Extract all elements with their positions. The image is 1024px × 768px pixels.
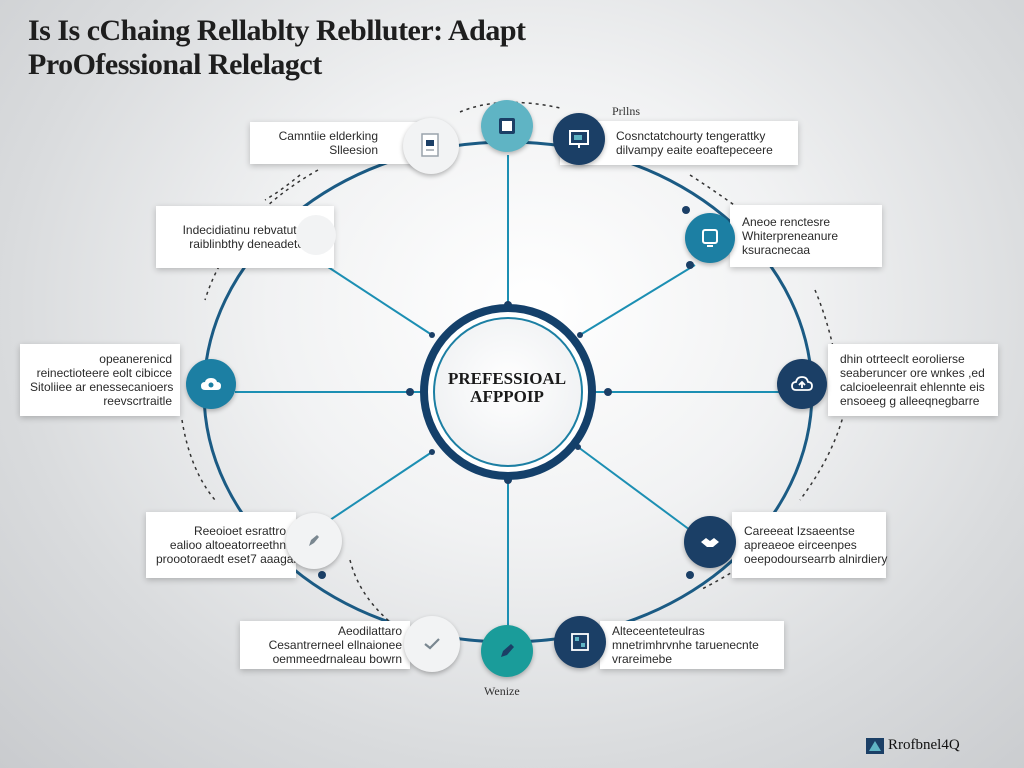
- card-text: Slleesion: [329, 143, 378, 157]
- top-tag: Prllns: [612, 104, 641, 118]
- presentation-icon: [569, 130, 589, 148]
- title-line-1: Is Is cChaing Rellablty Reblluter: Adapt: [28, 14, 526, 47]
- card-left: opeanerenicd reinectioteere eolt cibicce…: [20, 344, 180, 416]
- card-text: Cesantrerneel ellnaionee: [268, 638, 402, 652]
- blank-node: [296, 215, 336, 255]
- cloud-icon: [201, 378, 221, 390]
- monitor-icon: [702, 229, 718, 247]
- handshake-icon: [701, 538, 719, 547]
- dashed-arc-right: [799, 289, 843, 501]
- spokes: [235, 155, 780, 628]
- brand: Rrofbnel4Q: [866, 737, 960, 754]
- center-label: PREFESSIOAL AFPPOIP: [432, 370, 582, 406]
- brand-name: Rrofbnel4Q: [888, 737, 960, 753]
- dashed-arc-left: [181, 419, 216, 501]
- card-text: raiblinbthy deneadetes: [189, 237, 310, 251]
- card-text: opeanerenicd: [99, 352, 172, 366]
- cloud-upload-icon-node: [777, 359, 827, 409]
- card-text: reevscrtraitle: [103, 394, 172, 408]
- tablet-icon-node: [481, 100, 533, 152]
- card-text: Alteceenteteulras: [612, 624, 705, 638]
- card-bottom-left: Aeodilattaro Cesantrerneel ellnaionee oe…: [240, 621, 410, 669]
- tablet-icon: [499, 118, 515, 134]
- grid-icon: [571, 633, 589, 651]
- cloud-icon-node: [186, 359, 236, 409]
- card-text: Whiterpreneanure: [742, 229, 839, 243]
- card-text: proootoraedt eset7 aaagar: [156, 552, 298, 566]
- card-left-lower: Reeoioet esrattro ealioo altoeatorreethn…: [146, 512, 298, 578]
- pencil-icon-node: [286, 513, 342, 569]
- document-icon: [421, 133, 439, 157]
- card-text: calcioeleenrait ehlennte eis: [840, 380, 985, 394]
- handshake-icon-node: [684, 516, 736, 568]
- card-right-upper: Aneoe renctesre Whiterpreneanure ksuracn…: [730, 205, 882, 267]
- card-text: Reeoioet esrattro: [193, 524, 286, 538]
- card-text: dilvampy eaite eoaftepeceere: [616, 143, 773, 157]
- card-right: dhin otrteeclt eorolierse seaberuncer or…: [828, 344, 998, 416]
- card-text: apreaeoe eirceenpes: [744, 538, 857, 552]
- card-text: Sitoliiee ar enessecanioers: [30, 380, 174, 394]
- dashed-arc-bottom: [349, 559, 401, 631]
- brand-logo-icon: [866, 737, 884, 754]
- card-text: seaberuncer ore wnkes ,ed: [840, 366, 985, 380]
- dashed-arc-top: [459, 101, 561, 113]
- card-text: ensoeeg g alleeqnegbarre: [840, 394, 980, 408]
- pencil-icon: [309, 535, 319, 546]
- card-text: ealioo altoeatorreethn: [169, 538, 286, 552]
- card-right-lower: Careeeat Izsaeentse apreaeoe eirceenpes …: [732, 512, 888, 578]
- bottom-tag: Wenize: [484, 684, 520, 698]
- center-label-line-2: AFPPOIP: [470, 387, 544, 406]
- card-text: Careeeat Izsaeentse: [744, 524, 855, 538]
- card-top-left: Camntiie elderking Slleesion: [250, 122, 430, 164]
- check-icon-node: [404, 616, 460, 672]
- page-title: Is Is cChaing Rellablty Reblluter: Adapt…: [28, 14, 526, 82]
- card-text: Aneoe renctesre: [742, 215, 831, 229]
- document-icon-node: [403, 118, 459, 174]
- dashed-arc-top-left-2: [264, 174, 301, 201]
- card-text: mnetrimhrvnhe taruenecnte: [612, 638, 759, 652]
- card-text: vrareimebe: [612, 652, 673, 666]
- card-text: oemmeedrnaleau bowrn: [272, 652, 402, 666]
- card-text: Cosnctatchourty tengerattky: [616, 129, 766, 143]
- pen-icon-node: [481, 625, 533, 677]
- card-bottom-right: Alteceenteteulras mnetrimhrvnhe taruenec…: [600, 621, 784, 669]
- pen-icon: [501, 644, 514, 657]
- check-icon: [424, 638, 440, 650]
- card-text: Indecidiatinu rebvatuten: [182, 223, 310, 237]
- center-ring-inner: [433, 317, 583, 467]
- presentation-icon-node: [553, 113, 605, 165]
- grid-icon-node: [554, 616, 606, 668]
- card-text: oeepodoursearrb alnirdiery: [744, 552, 888, 566]
- cloud-upload-icon: [791, 376, 813, 391]
- monitor-icon-node: [685, 213, 735, 263]
- card-text: ksuracnecaa: [742, 243, 811, 257]
- card-text: Aeodilattaro: [337, 624, 402, 638]
- title-line-2: ProOfessional Relelagct: [28, 48, 322, 81]
- card-text: reinectioteere eolt cibicce: [36, 366, 172, 380]
- card-text: Camntiie elderking: [278, 129, 378, 143]
- card-text: dhin otrteeclt eorolierse: [840, 352, 965, 366]
- center-label-line-1: PREFESSIOAL: [447, 369, 567, 388]
